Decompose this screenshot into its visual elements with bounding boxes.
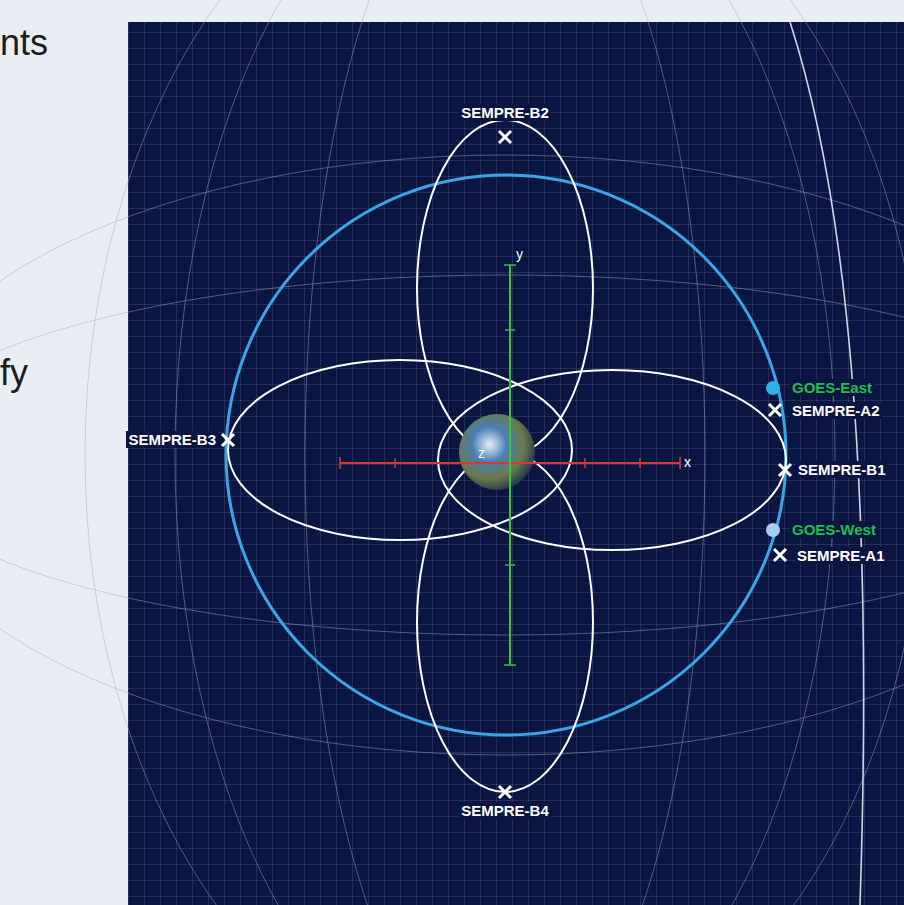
satellite-label: SEMPRE-B3 (126, 431, 218, 448)
satellite-label: SEMPRE-A1 (795, 547, 887, 564)
satellite-label: SEMPRE-A2 (790, 402, 882, 419)
axis-label: y (516, 246, 523, 262)
satellite-label: GOES-West (790, 521, 878, 538)
sempre-orbits (228, 120, 786, 792)
goes-west-dot (766, 523, 780, 537)
axis-label: z (478, 445, 485, 461)
geo-orbit (226, 175, 786, 735)
slide-text: nts (0, 22, 48, 63)
satellite-markers (222, 131, 791, 798)
satellite-label: SEMPRE-B4 (459, 802, 551, 819)
satellite-label: GOES-East (790, 379, 874, 396)
goes-east-dot (766, 381, 780, 395)
slide-text: fy (0, 352, 28, 393)
space-background (128, 22, 904, 905)
sphere-grid (128, 22, 904, 905)
earth (459, 414, 535, 490)
axes (340, 265, 680, 665)
axis-label: x (684, 454, 691, 470)
satellite-label: SEMPRE-B2 (459, 104, 551, 121)
satellite-label: SEMPRE-B1 (796, 461, 888, 478)
